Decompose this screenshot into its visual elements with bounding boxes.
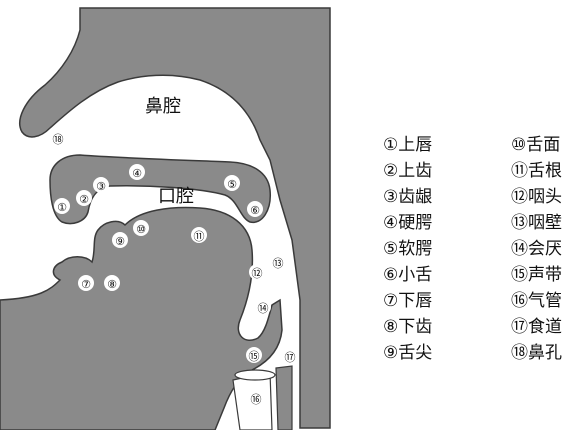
legend-label: 气管 bbox=[528, 288, 562, 314]
svg-text:⑭: ⑭ bbox=[258, 302, 269, 315]
marker-15: ⑮ bbox=[246, 347, 262, 363]
legend-label: 会厌 bbox=[528, 236, 562, 262]
marker-8: ⑧ bbox=[104, 275, 120, 291]
svg-text:③: ③ bbox=[96, 180, 106, 193]
marker-9: ⑨ bbox=[112, 232, 128, 248]
legend-label: 小舌 bbox=[398, 262, 432, 288]
svg-text:②: ② bbox=[79, 193, 89, 206]
legend-num: ③ bbox=[383, 184, 398, 210]
marker-17: ⑰ bbox=[282, 348, 298, 364]
vocal-tract-diagram: 鼻腔 口腔 ① ② ③ ④ ⑤ ⑥ ⑦ ⑧ ⑨ ⑩ ⑪ ⑫ ⑬ ⑭ ⑮ ⑯ ⑰ … bbox=[0, 0, 340, 430]
legend-label: 舌根 bbox=[528, 158, 562, 184]
legend-num: ⑤ bbox=[383, 236, 398, 262]
svg-text:⑫: ⑫ bbox=[252, 267, 263, 280]
legend-num: ④ bbox=[383, 210, 398, 236]
marker-4: ④ bbox=[129, 164, 145, 180]
svg-text:④: ④ bbox=[132, 167, 142, 180]
legend-num: ⑱ bbox=[511, 340, 528, 366]
legend-num: ⑩ bbox=[511, 132, 526, 158]
legend-num: ② bbox=[383, 158, 398, 184]
vocal-cord-disc bbox=[235, 370, 275, 380]
svg-text:⑬: ⑬ bbox=[273, 257, 284, 270]
legend-num: ⑯ bbox=[511, 288, 528, 314]
svg-text:⑦: ⑦ bbox=[81, 278, 91, 291]
legend-num: ⑨ bbox=[383, 340, 398, 366]
marker-6: ⑥ bbox=[247, 201, 263, 217]
marker-3: ③ bbox=[93, 177, 109, 193]
svg-text:⑧: ⑧ bbox=[107, 278, 117, 291]
svg-text:⑱: ⑱ bbox=[53, 133, 64, 146]
marker-16: ⑯ bbox=[248, 390, 264, 406]
marker-11: ⑪ bbox=[191, 227, 207, 243]
legend-label: 软腭 bbox=[398, 236, 432, 262]
legend-num: ⑮ bbox=[511, 262, 528, 288]
esophagus-tube bbox=[276, 366, 292, 430]
marker-10: ⑩ bbox=[133, 220, 149, 236]
marker-1: ① bbox=[54, 198, 70, 214]
svg-text:⑮: ⑮ bbox=[249, 350, 260, 363]
svg-text:⑰: ⑰ bbox=[285, 351, 296, 364]
legend-label: 声带 bbox=[528, 262, 562, 288]
svg-text:⑤: ⑤ bbox=[227, 178, 237, 191]
svg-text:⑨: ⑨ bbox=[115, 235, 125, 248]
svg-text:⑪: ⑪ bbox=[194, 230, 205, 243]
legend-num: ⑬ bbox=[511, 210, 528, 236]
svg-text:①: ① bbox=[57, 201, 67, 214]
marker-12: ⑫ bbox=[249, 264, 265, 280]
marker-2: ② bbox=[76, 190, 92, 206]
nasal-cavity-label: 鼻腔 bbox=[145, 96, 181, 117]
legend-num: ⑫ bbox=[511, 184, 528, 210]
legend-num: ⑦ bbox=[383, 288, 398, 314]
legend-label: 下齿 bbox=[398, 314, 432, 340]
legend-label: 上齿 bbox=[398, 158, 432, 184]
legend-label: 下唇 bbox=[398, 288, 432, 314]
legend-num: ⑭ bbox=[511, 236, 528, 262]
legend-label: 舌尖 bbox=[398, 340, 432, 366]
legend-num: ⑪ bbox=[511, 158, 528, 184]
legend-num: ⑥ bbox=[383, 262, 398, 288]
svg-text:⑩: ⑩ bbox=[136, 223, 146, 236]
legend-num: ① bbox=[383, 132, 398, 158]
legend-num: ⑰ bbox=[511, 314, 528, 340]
legend-label: 食道 bbox=[528, 314, 562, 340]
legend-label: 咽头 bbox=[528, 184, 562, 210]
oral-cavity-label: 口腔 bbox=[158, 186, 194, 207]
marker-13: ⑬ bbox=[270, 254, 286, 270]
svg-text:⑯: ⑯ bbox=[251, 393, 262, 406]
marker-5: ⑤ bbox=[224, 175, 240, 191]
marker-14: ⑭ bbox=[255, 299, 271, 315]
legend-label: 齿龈 bbox=[398, 184, 432, 210]
legend-label: 上唇 bbox=[398, 132, 432, 158]
legend-num: ⑧ bbox=[383, 314, 398, 340]
marker-18: ⑱ bbox=[50, 130, 66, 146]
legend-label: 咽壁 bbox=[528, 210, 562, 236]
svg-text:⑥: ⑥ bbox=[250, 204, 260, 217]
legend-label: 鼻孔 bbox=[528, 340, 562, 366]
legend-label: 硬腭 bbox=[398, 210, 432, 236]
marker-7: ⑦ bbox=[78, 275, 94, 291]
legend-label: 舌面 bbox=[526, 132, 560, 158]
